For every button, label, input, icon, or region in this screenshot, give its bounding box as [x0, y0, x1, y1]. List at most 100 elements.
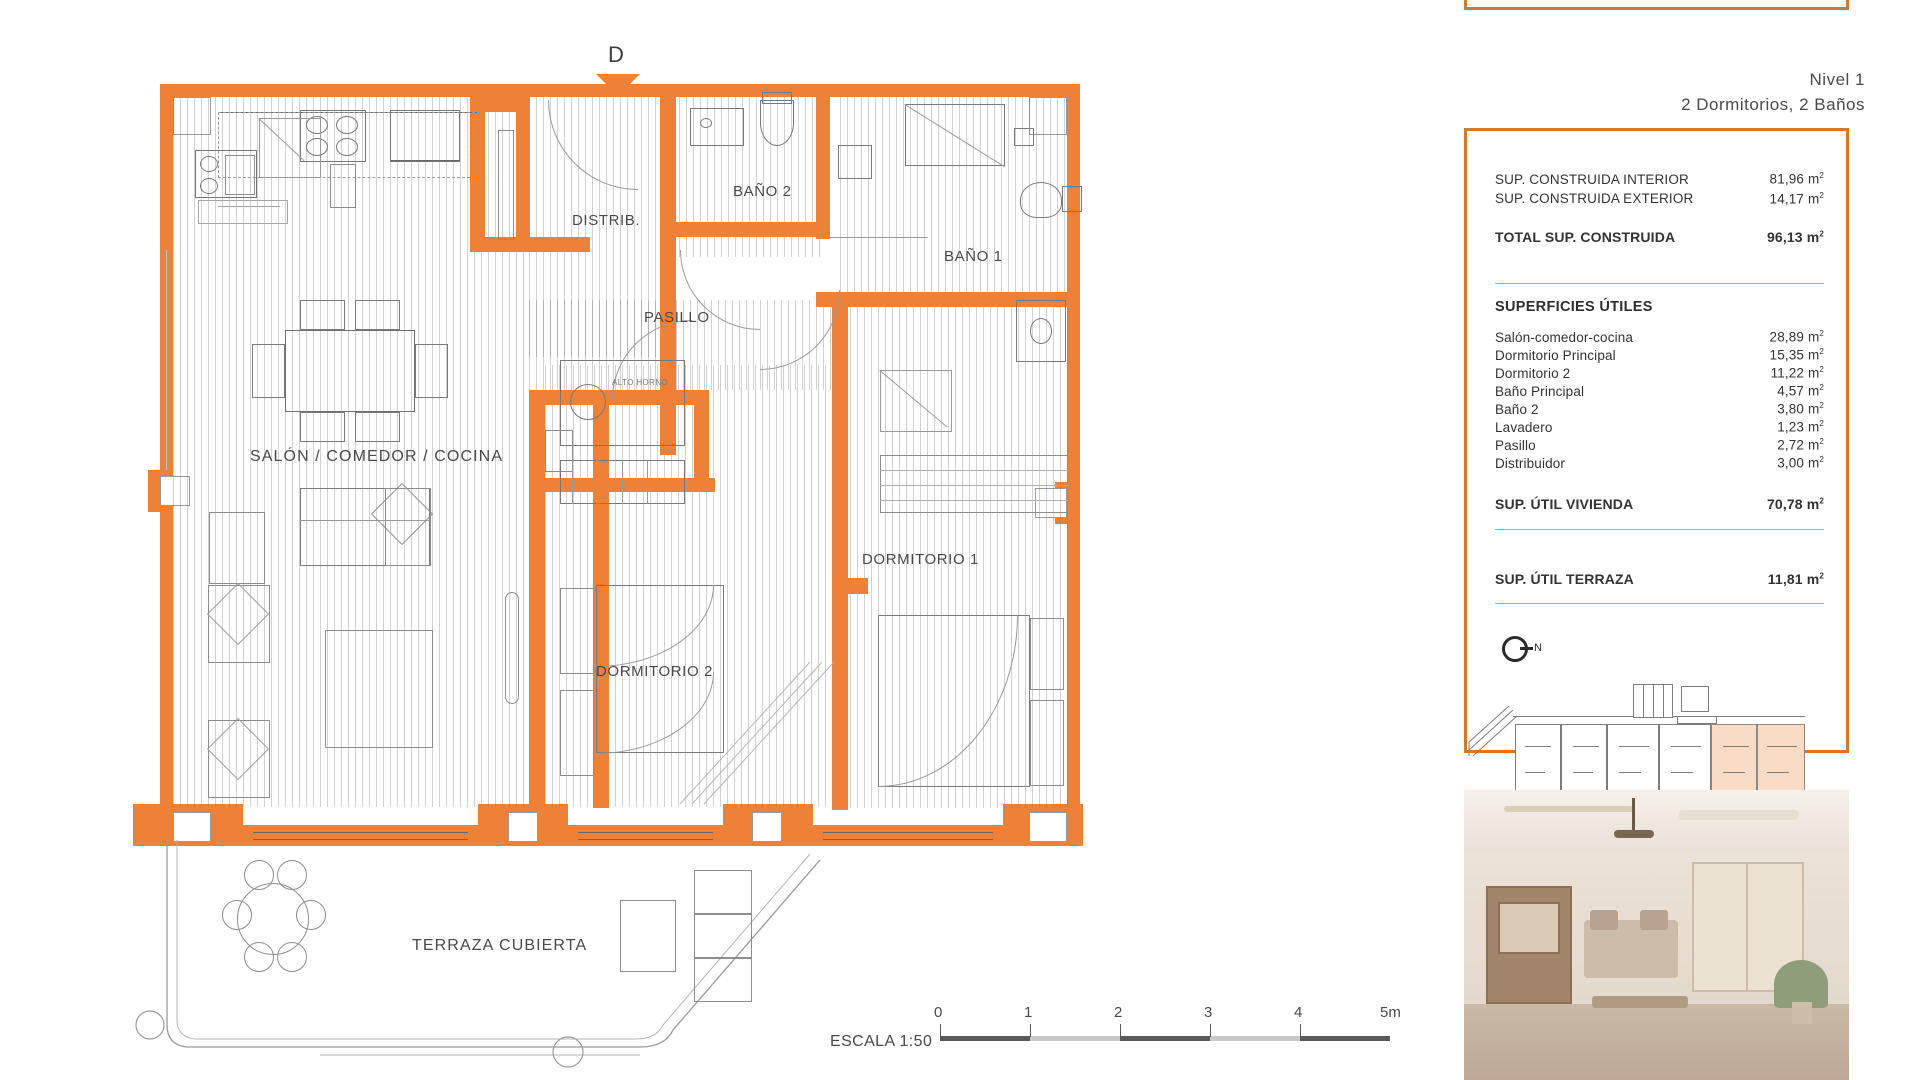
kp-part-12 [1767, 772, 1789, 773]
dorm1-nightstand-1 [1030, 618, 1064, 690]
built-total-row: TOTAL SUP. CONSTRUIDA 96,13 m2 [1495, 229, 1824, 245]
scale-label: ESCALA 1:50 [830, 1033, 933, 1050]
interior-render-photo [1464, 790, 1849, 1080]
burner-4 [336, 138, 358, 156]
useful-value-5: 1,23 m2 [1777, 419, 1824, 435]
terrace-label: SUP. ÚTIL TERRAZA [1495, 571, 1634, 587]
kp-stair-div3 [1663, 684, 1664, 718]
scale-num-end: 5m [1380, 1004, 1401, 1021]
wall-left-lower [160, 508, 173, 804]
terrace-planter-3 [694, 958, 752, 1002]
dorm1-nightstand-2 [1030, 700, 1064, 786]
floor-salon [173, 97, 529, 807]
dining-chair-n2 [355, 300, 400, 330]
kp-lobby [1677, 716, 1717, 724]
terrace-chair-1 [244, 860, 274, 890]
pillar-s-2 [752, 812, 782, 842]
laundry-cabinet [545, 430, 573, 472]
dining-chair-s1 [300, 412, 345, 442]
window-west [166, 250, 167, 470]
photo-ceiling-panel [1679, 810, 1799, 820]
useful-value-2: 11,22 m2 [1770, 365, 1824, 381]
window-sill-3b [823, 839, 993, 840]
useful-label-2: Dormitorio 2 [1495, 365, 1571, 381]
useful-value-3: 4,57 m2 [1777, 383, 1824, 399]
useful-label-1: Dormitorio Principal [1495, 347, 1616, 363]
wall-bano2-right [816, 84, 830, 239]
useful-value-0: 28,89 m2 [1769, 329, 1824, 345]
useful-areas-table: Salón-comedor-cocina 28,89 m2 Dormitorio… [1495, 329, 1824, 471]
wall-right-upper [1067, 84, 1080, 486]
cooktop [300, 110, 366, 162]
photo-coffee-table [1592, 996, 1688, 1008]
scale-seg-1 [1030, 1036, 1120, 1041]
scale-seg-2 [1120, 1036, 1210, 1041]
label-bano2: BAÑO 2 [733, 183, 792, 200]
built-exterior-label: SUP. CONSTRUIDA EXTERIOR [1495, 191, 1694, 206]
table-row: Lavadero 1,23 m2 [1495, 419, 1824, 435]
washer-drum [570, 384, 606, 420]
scale-seg-3 [1210, 1036, 1300, 1041]
useful-label-5: Lavadero [1495, 419, 1553, 435]
pillar-s-1 [508, 812, 538, 842]
useful-label-3: Baño Principal [1495, 383, 1585, 399]
kp-stair-div1 [1643, 684, 1644, 718]
useful-label-7: Distribuidor [1495, 455, 1566, 471]
areas-info-box: SUP. CONSTRUIDA INTERIOR 81,96 m2 SUP. C… [1464, 128, 1849, 834]
terrace-planter-2 [694, 914, 752, 958]
fridge [259, 118, 321, 178]
useful-total-label: SUP. ÚTIL VIVIENDA [1495, 496, 1634, 512]
terrace-row: SUP. ÚTIL TERRAZA 11,81 m2 [1495, 571, 1824, 587]
dining-chair-s2 [355, 412, 400, 442]
useful-areas-heading: SUPERFICIES ÚTILES [1495, 299, 1653, 315]
built-exterior-value: 14,17 m2 [1769, 190, 1824, 207]
wall-closet-right [516, 112, 530, 252]
dining-chair-w [252, 344, 285, 398]
wall-bottom-seg4 [568, 825, 723, 846]
bano2-toilet [760, 100, 794, 146]
pillar-w-mid [160, 476, 190, 506]
dorm2-closet-div4 [647, 460, 648, 504]
bano2-cistern [762, 92, 792, 104]
burner-2 [336, 116, 358, 134]
appliance-dial-a [200, 156, 218, 172]
photo-window [1692, 862, 1804, 992]
photo-floor [1464, 1004, 1849, 1080]
useful-value-4: 3,80 m2 [1777, 401, 1824, 417]
kp-part-11 [1767, 746, 1797, 747]
wall-dorm2-left [529, 390, 545, 808]
built-interior-label: SUP. CONSTRUIDA INTERIOR [1495, 171, 1689, 187]
scale-tick-1 [1030, 1024, 1031, 1037]
terrace-outline [135, 661, 835, 1068]
bano1-toilet [1020, 182, 1062, 218]
pillar-sw [173, 812, 211, 842]
dorm2-closet-div2 [597, 460, 598, 504]
unit-letter: D [608, 42, 624, 67]
table-row: SUP. CONSTRUIDA EXTERIOR 14,17 m2 [1495, 191, 1824, 207]
divider-2 [1495, 529, 1824, 530]
wall-laundry-right [694, 390, 709, 490]
divider-3 [1495, 603, 1824, 604]
scale-tick-0 [940, 1024, 941, 1037]
table-row: Pasillo 2,72 m2 [1495, 437, 1824, 453]
terrace-lounger [620, 900, 676, 972]
built-interior-value: 81,96 m2 [1769, 171, 1824, 187]
terrace-value: 11,81 m2 [1767, 571, 1824, 587]
terrace-planter-1 [694, 870, 752, 914]
appliance-door [225, 155, 255, 195]
kp-ramp [1468, 705, 1518, 757]
dining-table [285, 330, 415, 412]
useful-label-4: Baño 2 [1495, 401, 1539, 417]
label-dorm1: DORMITORIO 1 [862, 551, 979, 568]
scale-seg-0 [940, 1036, 1030, 1041]
table-row: Distribuidor 3,00 m2 [1495, 455, 1824, 471]
useful-value-6: 2,72 m2 [1777, 437, 1824, 453]
scale-tick-3 [1210, 1024, 1211, 1037]
dorm1-wardrobe-l1 [880, 470, 1068, 471]
floor-plan-canvas: D [133, 42, 1401, 1068]
pillar-se [1029, 812, 1067, 842]
terrace-chair-5 [244, 942, 274, 972]
burner-3 [306, 138, 328, 156]
bano1-valve [1014, 128, 1034, 146]
sink-basin [390, 110, 460, 162]
